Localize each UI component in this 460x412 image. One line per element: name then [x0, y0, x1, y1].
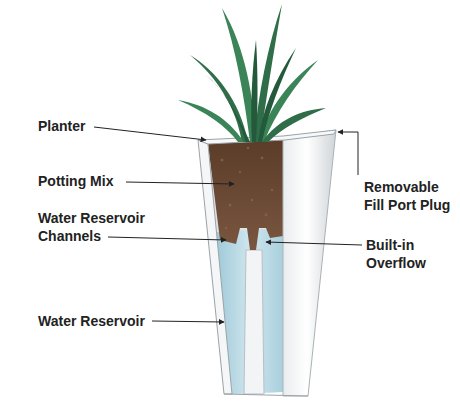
- planter-cut-wall: [198, 140, 232, 394]
- soil-grain: [265, 214, 268, 217]
- potting-mix: [208, 138, 283, 250]
- callout-label: Removable Fill Port Plug: [364, 178, 460, 214]
- soil-grain: [239, 171, 241, 173]
- plant-leaf: [262, 108, 326, 142]
- soil-grain: [251, 199, 253, 201]
- callout-label: Planter: [38, 117, 98, 135]
- soil-grain: [229, 204, 232, 207]
- soil-grain: [225, 227, 227, 229]
- callout-label: Water Reservoir: [38, 312, 168, 330]
- plant-leaf: [258, 48, 296, 142]
- soil-grain: [271, 189, 274, 192]
- plant: [178, 4, 326, 142]
- callout-label: Potting Mix: [38, 172, 128, 190]
- leader-line: [126, 182, 234, 184]
- leader-line: [266, 242, 362, 245]
- planter-front-face: [283, 130, 336, 396]
- plant-leaf: [251, 40, 257, 142]
- soil-grain: [261, 157, 264, 160]
- leader-line: [94, 127, 206, 140]
- reservoir-pillar: [244, 250, 264, 394]
- plant-leaf: [258, 60, 318, 142]
- plant-leaf: [178, 100, 244, 142]
- leader-line: [152, 321, 224, 322]
- soil-grain: [221, 159, 224, 162]
- soil-texture: [221, 147, 274, 230]
- planter-base: [224, 394, 308, 396]
- leader-line: [108, 237, 226, 240]
- callout-label: Built-in Overflow: [366, 236, 446, 272]
- leader-line: [338, 132, 358, 175]
- soil-grain: [247, 147, 250, 150]
- callout-label: Water Reservoir Channels: [38, 209, 154, 245]
- plant-leaf: [206, 75, 250, 142]
